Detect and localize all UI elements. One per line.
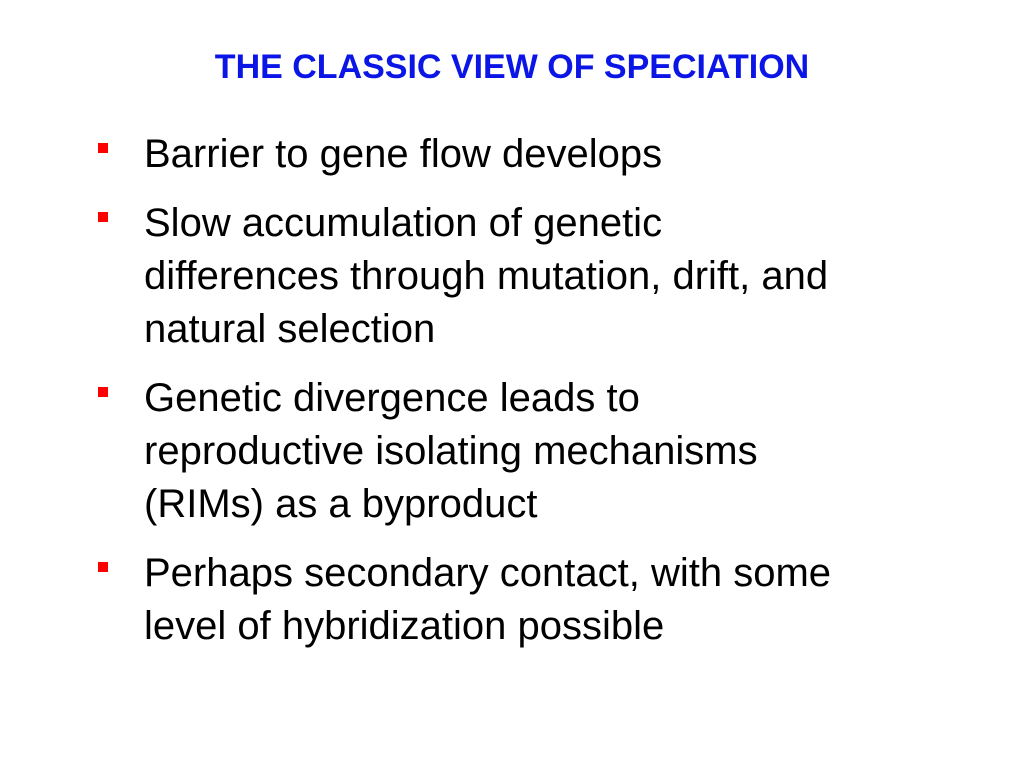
bullet-item-barrier: Barrier to gene flow develops: [96, 128, 976, 181]
bullet-text: Barrier to gene flow develops: [144, 132, 663, 176]
bullet-text: Slow accumulation of genetic differences…: [144, 201, 829, 351]
bullet-text: Perhaps secondary contact, with some lev…: [144, 551, 832, 648]
bullet-list: Barrier to gene flow develops Slow accum…: [96, 128, 976, 669]
bullet-text: Genetic divergence leads to reproductive…: [144, 376, 758, 526]
square-bullet-icon: [98, 562, 108, 572]
bullet-item-accumulation: Slow accumulation of genetic differences…: [96, 197, 976, 356]
square-bullet-icon: [98, 387, 108, 397]
bullet-item-divergence: Genetic divergence leads to reproductive…: [96, 372, 976, 531]
bullet-item-secondary-contact: Perhaps secondary contact, with some lev…: [96, 547, 976, 653]
slide-title: THE CLASSIC VIEW OF SPECIATION: [214, 48, 810, 86]
square-bullet-icon: [98, 212, 108, 222]
square-bullet-icon: [98, 143, 108, 153]
